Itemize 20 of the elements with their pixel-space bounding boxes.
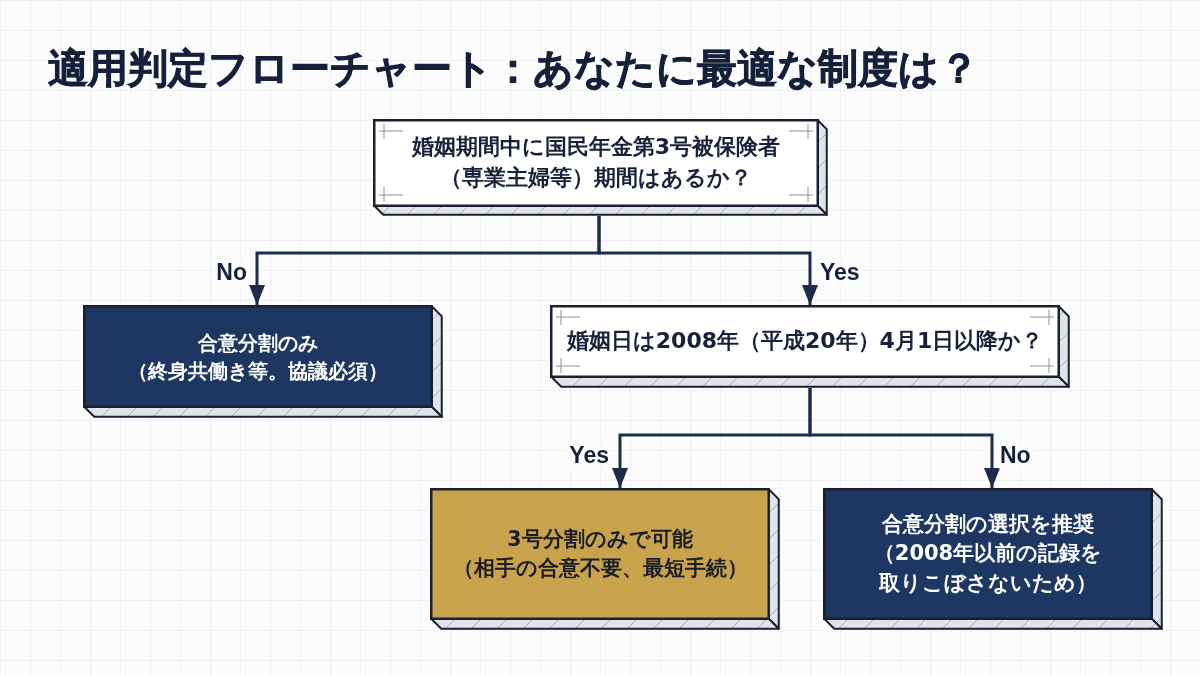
decision-box bbox=[373, 119, 828, 216]
edge-label: No bbox=[214, 260, 249, 286]
result-box bbox=[83, 305, 443, 418]
note-text: （終身共働き等。協議必須） bbox=[128, 357, 388, 385]
edge-label: Yes bbox=[567, 443, 611, 469]
arrow bbox=[597, 216, 818, 305]
note-text: （相手の合意不要、最短手続） bbox=[452, 555, 748, 582]
edge-label: No bbox=[998, 443, 1033, 469]
result-box bbox=[430, 488, 780, 630]
result-box bbox=[823, 488, 1163, 630]
question-text: 婚姻日は2008年（平成20年）4月1日以降か？ bbox=[566, 327, 1044, 356]
edge-label: Yes bbox=[818, 260, 862, 286]
arrow bbox=[808, 388, 1000, 488]
decision-box bbox=[550, 305, 1070, 388]
result-text: 合意分割の選択を推奨 bbox=[882, 510, 1094, 538]
title: 適用判定フローチャート：あなたに最適な制度は？ bbox=[48, 44, 979, 92]
result-text: 3号分割のみで可能 bbox=[507, 526, 693, 554]
note-text: （2008年以前の記録を取りこぼさないため） bbox=[873, 540, 1103, 597]
result-text: 合意分割のみ bbox=[198, 329, 318, 357]
question-text: 婚姻期間中に国民年金第3号被保険者（専業主婦等）期間はあるか？ bbox=[410, 133, 782, 192]
